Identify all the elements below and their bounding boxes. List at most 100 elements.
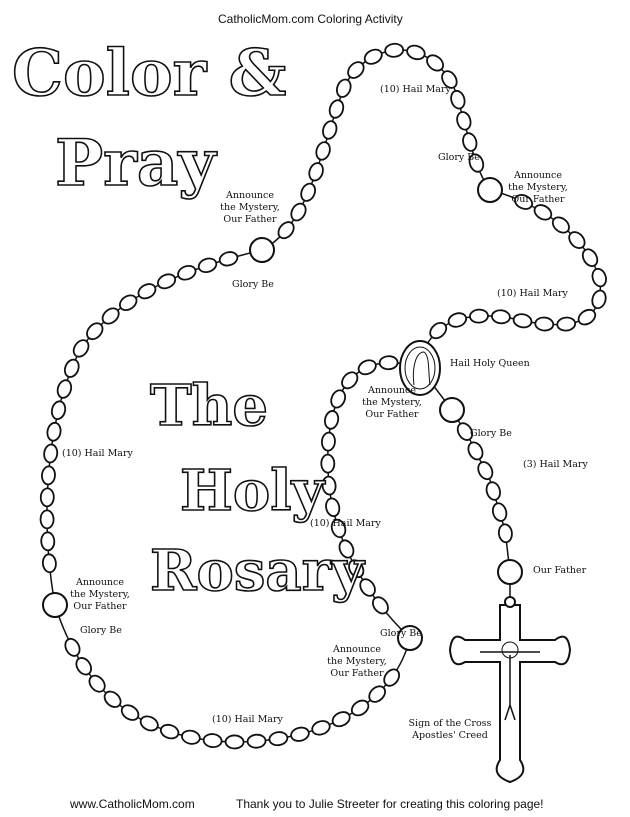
svg-text:Announce: Announce <box>513 170 562 181</box>
svg-text:the Mystery,: the Mystery, <box>70 589 130 600</box>
hail-mary-bead <box>341 371 359 390</box>
hail-mary-bead <box>347 61 365 79</box>
hail-mary-bead <box>64 637 81 657</box>
svg-text:Glory Be: Glory Be <box>438 152 480 163</box>
hail-mary-bead <box>88 674 106 693</box>
title-color-pray: Color & Pray <box>11 35 287 202</box>
hail-mary-bead <box>456 422 474 441</box>
svg-text:(10) Hail Mary: (10) Hail Mary <box>380 84 451 95</box>
hail-mary-bead <box>139 715 159 732</box>
page-header: CatholicMom.com Coloring Activity <box>218 12 403 26</box>
svg-text:Our Father: Our Father <box>223 214 277 225</box>
svg-text:(3) Hail Mary: (3) Hail Mary <box>523 459 588 470</box>
hail-mary-bead <box>202 733 223 749</box>
hail-mary-bead <box>39 487 55 508</box>
hail-mary-bead <box>581 248 599 267</box>
hail-mary-bead <box>103 690 122 708</box>
hail-mary-bead <box>328 99 345 119</box>
svg-text:Pray: Pray <box>55 126 217 201</box>
svg-text:the Mystery,: the Mystery, <box>327 656 387 667</box>
hail-mary-bead <box>177 264 197 281</box>
svg-text:Our Father: Our Father <box>365 409 419 420</box>
hail-mary-bead <box>63 358 80 378</box>
svg-text:Our Father: Our Father <box>533 565 587 576</box>
hail-mary-bead <box>311 720 331 736</box>
hail-mary-bead <box>371 596 389 615</box>
our-father-bead <box>397 625 423 651</box>
our-father-bead <box>249 237 275 263</box>
hail-mary-bead <box>330 389 347 409</box>
hail-mary-bead <box>497 523 513 544</box>
hail-mary-bead <box>290 202 307 222</box>
medallion <box>399 340 441 396</box>
svg-text:Glory Be: Glory Be <box>232 279 274 290</box>
hail-mary-bead <box>429 321 448 340</box>
hail-mary-bead <box>357 359 377 376</box>
svg-text:Sign of the Cross: Sign of the Cross <box>409 718 492 729</box>
hail-mary-bead <box>556 316 577 332</box>
hail-mary-bead <box>322 120 338 140</box>
hail-mary-bead <box>450 89 466 110</box>
hail-mary-bead <box>368 685 386 703</box>
hail-mary-bead <box>384 42 405 58</box>
svg-text:Our Father: Our Father <box>330 668 384 679</box>
svg-text:Apostles' Creed: Apostles' Creed <box>411 730 488 741</box>
hail-mary-bead <box>477 461 494 481</box>
svg-text:(10) Hail Mary: (10) Hail Mary <box>310 518 381 529</box>
hail-mary-bead <box>325 497 341 518</box>
hail-mary-bead <box>120 704 140 721</box>
svg-text:Our Father: Our Father <box>511 194 565 205</box>
svg-text:(10) Hail Mary: (10) Hail Mary <box>212 714 283 725</box>
our-father-bead <box>439 397 465 423</box>
hail-mary-bead <box>277 221 295 240</box>
hail-mary-bead <box>118 294 138 312</box>
hail-mary-bead <box>406 44 426 61</box>
hail-mary-bead <box>348 559 365 579</box>
our-father-bead <box>42 592 68 618</box>
hail-mary-bead <box>359 578 376 597</box>
hail-mary-bead <box>321 431 336 452</box>
hail-mary-bead <box>72 339 90 358</box>
svg-text:(10) Hail Mary: (10) Hail Mary <box>497 288 568 299</box>
svg-text:Rosary: Rosary <box>150 538 365 604</box>
hail-mary-bead <box>224 734 245 750</box>
svg-text:Announce: Announce <box>75 577 124 588</box>
hail-mary-bead <box>426 54 445 72</box>
hail-mary-bead <box>551 216 570 234</box>
svg-text:Glory Be: Glory Be <box>380 628 422 639</box>
hail-mary-bead <box>157 273 177 290</box>
hail-mary-bead <box>321 475 337 496</box>
hail-mary-bead <box>462 132 478 152</box>
hail-mary-bead <box>137 283 157 300</box>
hail-mary-bead <box>315 141 331 161</box>
hail-mary-bead <box>350 699 370 717</box>
svg-text:The: The <box>150 373 268 439</box>
svg-text:(10) Hail Mary: (10) Hail Mary <box>62 448 133 459</box>
svg-text:Glory Be: Glory Be <box>80 625 122 636</box>
hail-mary-bead <box>591 289 607 310</box>
crucifix <box>448 596 572 784</box>
hail-mary-bead <box>491 502 508 522</box>
hail-mary-bead <box>568 231 586 249</box>
svg-text:Announce: Announce <box>367 385 416 396</box>
our-father-bead <box>477 177 503 203</box>
hail-mary-bead <box>330 518 347 539</box>
hail-mary-bead <box>40 531 56 552</box>
hail-mary-bead <box>50 400 67 421</box>
hail-mary-bead <box>456 111 472 131</box>
footer-credit: Thank you to Julie Streeter for creating… <box>236 797 544 811</box>
footer-website: www.CatholicMom.com <box>70 797 195 811</box>
hail-mary-bead <box>363 48 383 65</box>
hail-mary-bead <box>75 657 93 676</box>
hail-mary-bead <box>197 257 218 274</box>
svg-text:Glory Be: Glory Be <box>470 428 512 439</box>
hail-mary-bead <box>86 322 104 341</box>
hail-mary-bead <box>41 465 56 486</box>
hail-mary-bead <box>43 443 59 464</box>
hail-mary-bead <box>181 729 201 745</box>
our-father-bead <box>497 559 523 585</box>
svg-text:Our Father: Our Father <box>73 601 127 612</box>
svg-text:the Mystery,: the Mystery, <box>220 202 280 213</box>
hail-mary-bead <box>447 312 468 328</box>
